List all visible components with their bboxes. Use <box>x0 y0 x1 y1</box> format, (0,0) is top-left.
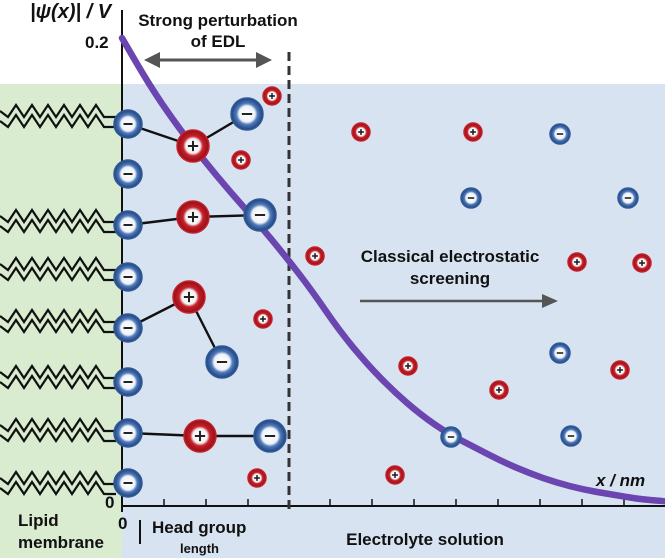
x-axis-ticks <box>163 499 625 506</box>
plus-icon <box>238 157 244 163</box>
positive-ion <box>463 122 483 142</box>
negative-ion <box>113 262 143 292</box>
negative-ion <box>113 313 143 343</box>
membrane-label-line1: Lipid <box>18 511 59 530</box>
positive-ion <box>305 246 325 266</box>
plus-icon <box>574 259 580 265</box>
head-group-label-line1: Head group <box>152 518 246 537</box>
y-tick-top: 0.2 <box>85 33 109 52</box>
plus-icon <box>392 472 398 478</box>
plus-icon <box>358 129 364 135</box>
screening-label-line1: Classical electrostatic <box>361 247 540 266</box>
x-tick-zero: 0 <box>118 514 127 533</box>
negative-ion <box>243 198 277 232</box>
negative-ion <box>113 210 143 240</box>
negative-ion <box>253 419 287 453</box>
lipid-tails <box>0 103 116 496</box>
negative-ion <box>205 345 239 379</box>
positive-ion <box>567 252 587 272</box>
positive-ion <box>247 468 267 488</box>
plus-icon <box>312 253 318 259</box>
head-group-label-line2: length <box>180 541 219 556</box>
electrolyte-label: Electrolyte solution <box>346 530 504 549</box>
edl-label-line2: of EDL <box>191 32 246 51</box>
plus-icon <box>617 367 623 373</box>
potential-curve <box>118 34 665 505</box>
plus-icon <box>194 430 206 442</box>
screening-arrow <box>360 294 558 308</box>
negative-ion <box>549 123 571 145</box>
positive-ion <box>489 380 509 400</box>
plus-icon <box>187 211 199 223</box>
positive-ion <box>183 419 217 453</box>
positive-ion <box>231 150 251 170</box>
positive-ion <box>351 122 371 142</box>
plus-icon <box>269 93 275 99</box>
negative-ion <box>560 425 582 447</box>
plus-icon <box>405 363 411 369</box>
negative-ion <box>617 187 639 209</box>
negative-ion <box>230 97 264 131</box>
positive-ion <box>262 86 282 106</box>
positive-ion <box>172 280 206 314</box>
negative-ion <box>460 187 482 209</box>
screening-label-line2: screening <box>410 269 490 288</box>
plus-icon <box>496 387 502 393</box>
positive-ion <box>176 200 210 234</box>
plus-icon <box>470 129 476 135</box>
negative-ion <box>113 159 143 189</box>
negative-ion <box>113 468 143 498</box>
x-axis-label: x / nm <box>595 471 645 490</box>
negative-ion <box>440 426 462 448</box>
negative-ion <box>113 418 143 448</box>
negative-ion <box>549 342 571 364</box>
negative-ion <box>113 109 143 139</box>
y-axis-label: |ψ(x)| / V <box>30 1 113 23</box>
membrane-label-line2: membrane <box>18 533 104 552</box>
plus-icon <box>183 291 195 303</box>
ions <box>113 86 652 498</box>
plus-icon <box>254 475 260 481</box>
positive-ion <box>632 253 652 273</box>
positive-ion <box>253 309 273 329</box>
plus-icon <box>639 260 645 266</box>
positive-ion <box>176 129 210 163</box>
y-tick-zero: 0 <box>105 493 114 512</box>
positive-ion <box>398 356 418 376</box>
edl-arrow <box>144 52 272 68</box>
plus-icon <box>260 316 266 322</box>
negative-ion <box>113 367 143 397</box>
positive-ion <box>385 465 405 485</box>
plus-icon <box>187 140 199 152</box>
edl-label-line1: Strong perturbation <box>138 11 298 30</box>
positive-ion <box>610 360 630 380</box>
